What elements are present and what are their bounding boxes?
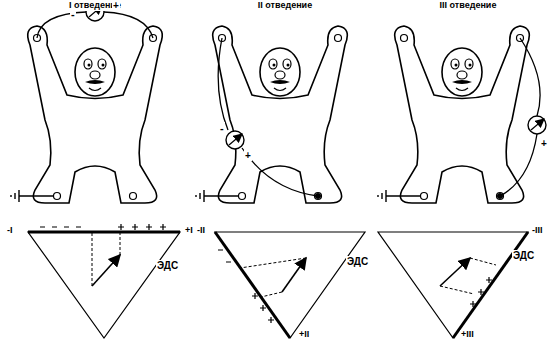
lead-pole: -I [6, 226, 14, 236]
emf-label: ЭДС [512, 250, 535, 261]
lead-pole: -II [196, 226, 206, 236]
emf-label: ЭДС [346, 256, 369, 267]
emf-label: ЭДС [156, 260, 179, 271]
lead-pole: +II [298, 330, 310, 340]
lead-title: II отведение [257, 1, 313, 11]
lead-title: III отведение [439, 1, 498, 11]
polarity-sign: - [219, 122, 225, 134]
lead-pole: +III [460, 330, 475, 340]
polarity-sign: + [112, 0, 120, 11]
polarity-sign: - [70, 8, 76, 20]
lead-pole: +I [184, 226, 194, 236]
lead-pole: -III [531, 226, 544, 236]
polarity-sign: + [244, 150, 252, 161]
polarity-sign: + [540, 138, 548, 149]
